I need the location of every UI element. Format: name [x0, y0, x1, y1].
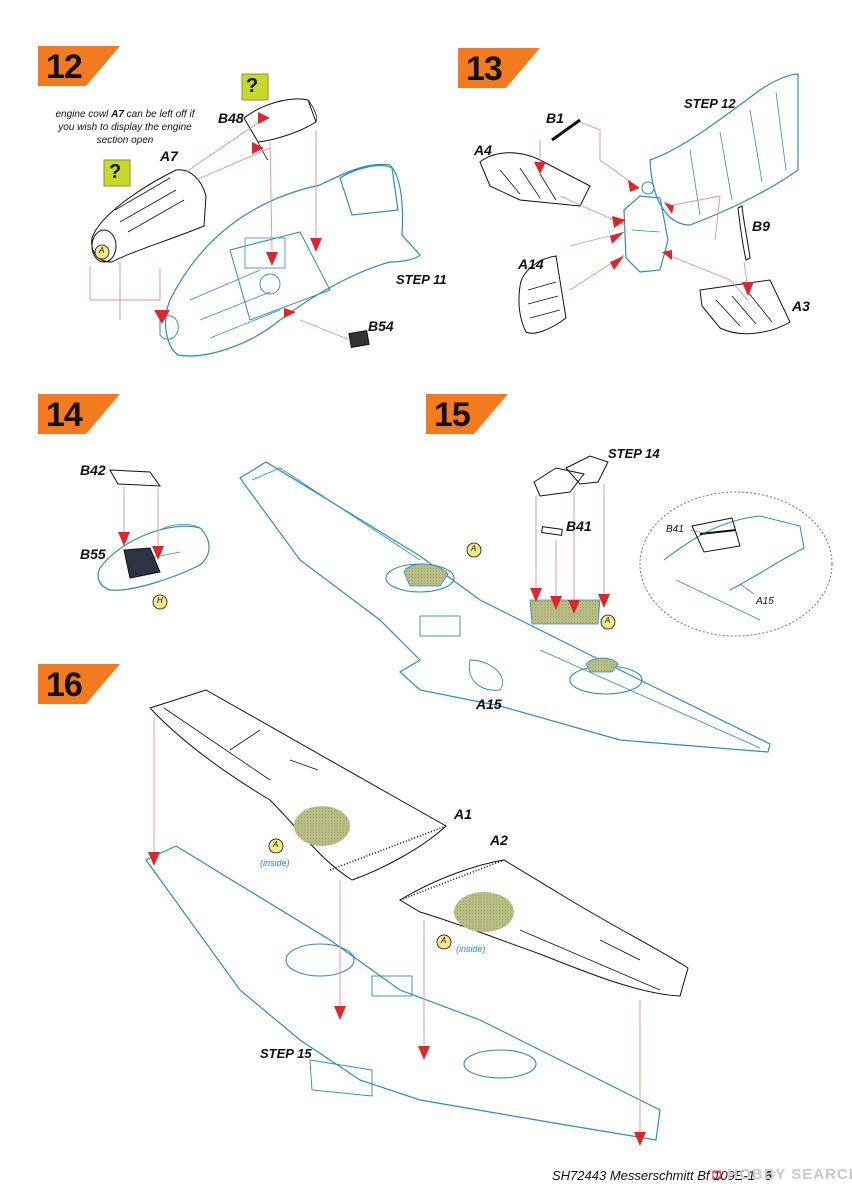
step14-guides	[123, 486, 159, 548]
paint-marker-h: H	[157, 596, 163, 605]
footer-kit-title: SH72443 Messerschmitt Bf 109E-1	[552, 1168, 756, 1183]
part-a7-drawing	[91, 169, 207, 263]
label-step11-ref: STEP 11	[396, 272, 447, 287]
label-a2: A2	[490, 832, 508, 848]
step13-arrows	[534, 162, 754, 296]
label-a3: A3	[792, 298, 810, 314]
part-a1-paint	[294, 806, 350, 846]
watermark-brand: HOBBY SEARCH	[727, 1166, 852, 1183]
step-13-number: 13	[466, 50, 503, 88]
step-badge-16-shape	[38, 664, 120, 704]
label-b54: B54	[368, 318, 394, 334]
step12-guides	[89, 119, 351, 341]
step-14-badge: 14	[38, 394, 124, 434]
step-15-badge: 15	[426, 394, 512, 434]
step-badge-12-shape	[38, 46, 120, 86]
step16-lower-wing	[145, 845, 661, 1141]
step15-parts	[533, 455, 609, 536]
paint-marker-a: A	[273, 840, 279, 849]
detail-label-b41: B41	[666, 524, 684, 535]
label-a1: A1	[454, 806, 472, 822]
paint-marker-a: A	[441, 936, 447, 945]
question-icon: ?	[109, 161, 122, 183]
step15-detail-circle	[639, 491, 833, 637]
question-badge-shapes	[103, 73, 269, 187]
part-a1-drawing	[149, 689, 447, 881]
step-12-badge: 12	[38, 46, 124, 86]
paint-marker-a: A	[471, 544, 477, 553]
inside-note-a2: (inside)	[456, 944, 486, 954]
step15-detail-pointers	[689, 529, 755, 595]
note-part: A7	[111, 109, 124, 120]
footer-page-number: 6	[764, 1168, 772, 1183]
step12-arrows	[154, 112, 322, 324]
step16-guides	[153, 718, 641, 1136]
label-a7: A7	[160, 148, 178, 164]
part-a2-paint	[454, 892, 514, 932]
step15-guides	[535, 484, 605, 602]
label-step14-ref: STEP 14	[608, 446, 660, 461]
step-13-badge: 13	[458, 48, 544, 88]
label-b48: B48	[218, 110, 244, 126]
paint-marker-a: A	[99, 246, 105, 255]
step13-drawing	[623, 73, 799, 273]
part-a2-drawing	[399, 859, 689, 997]
step-12-number: 12	[46, 48, 83, 86]
label-a14: A14	[518, 256, 544, 272]
watermark: ◘ HOBBY SEARCH	[712, 1166, 852, 1183]
inside-note-a1: (inside)	[260, 858, 290, 868]
step-badge-13-shape	[458, 48, 540, 88]
part-b48-drawing	[243, 98, 317, 161]
step-15-number: 15	[434, 396, 471, 434]
label-step15-ref: STEP 15	[260, 1046, 312, 1061]
detail-label-a15: A15	[756, 596, 774, 607]
step-badge-14-shape	[38, 394, 120, 434]
label-b42: B42	[80, 462, 106, 478]
label-b41: B41	[566, 518, 592, 534]
label-b1: B1	[546, 110, 564, 126]
step13-guides	[539, 121, 749, 301]
step-16-number: 16	[46, 666, 83, 704]
step14-parts	[109, 469, 162, 579]
label-b9: B9	[752, 218, 770, 234]
note-post: can be left off if you wish to display t…	[58, 109, 195, 146]
note-pre: engine cowl	[55, 109, 112, 120]
step13-parts	[479, 118, 791, 335]
step15-paint-areas	[403, 563, 619, 673]
step16-arrows	[148, 852, 646, 1146]
label-a4: A4	[474, 142, 492, 158]
label-step12-ref: STEP 12	[684, 96, 736, 111]
paint-marker-a: A	[605, 616, 611, 625]
step12-optional-note: engine cowl A7 can be left off if you wi…	[52, 108, 198, 147]
step15-arrows	[530, 588, 610, 614]
step12-drawing	[159, 163, 421, 357]
step15-lower-wing	[239, 461, 771, 753]
step14-arrows	[118, 532, 164, 560]
question-icon: ?	[246, 75, 259, 97]
part-b54-drawing	[348, 329, 370, 349]
watermark-icon: ◘	[712, 1166, 723, 1183]
label-a15: A15	[476, 696, 502, 712]
paint-marker-shapes	[94, 244, 616, 950]
page-footer: SH72443 Messerschmitt Bf 109E-1 6	[552, 1168, 772, 1183]
label-b55: B55	[80, 546, 106, 562]
step-badge-15-shape	[426, 394, 508, 434]
step-16-badge: 16	[38, 664, 124, 704]
step-14-number: 14	[46, 396, 83, 434]
